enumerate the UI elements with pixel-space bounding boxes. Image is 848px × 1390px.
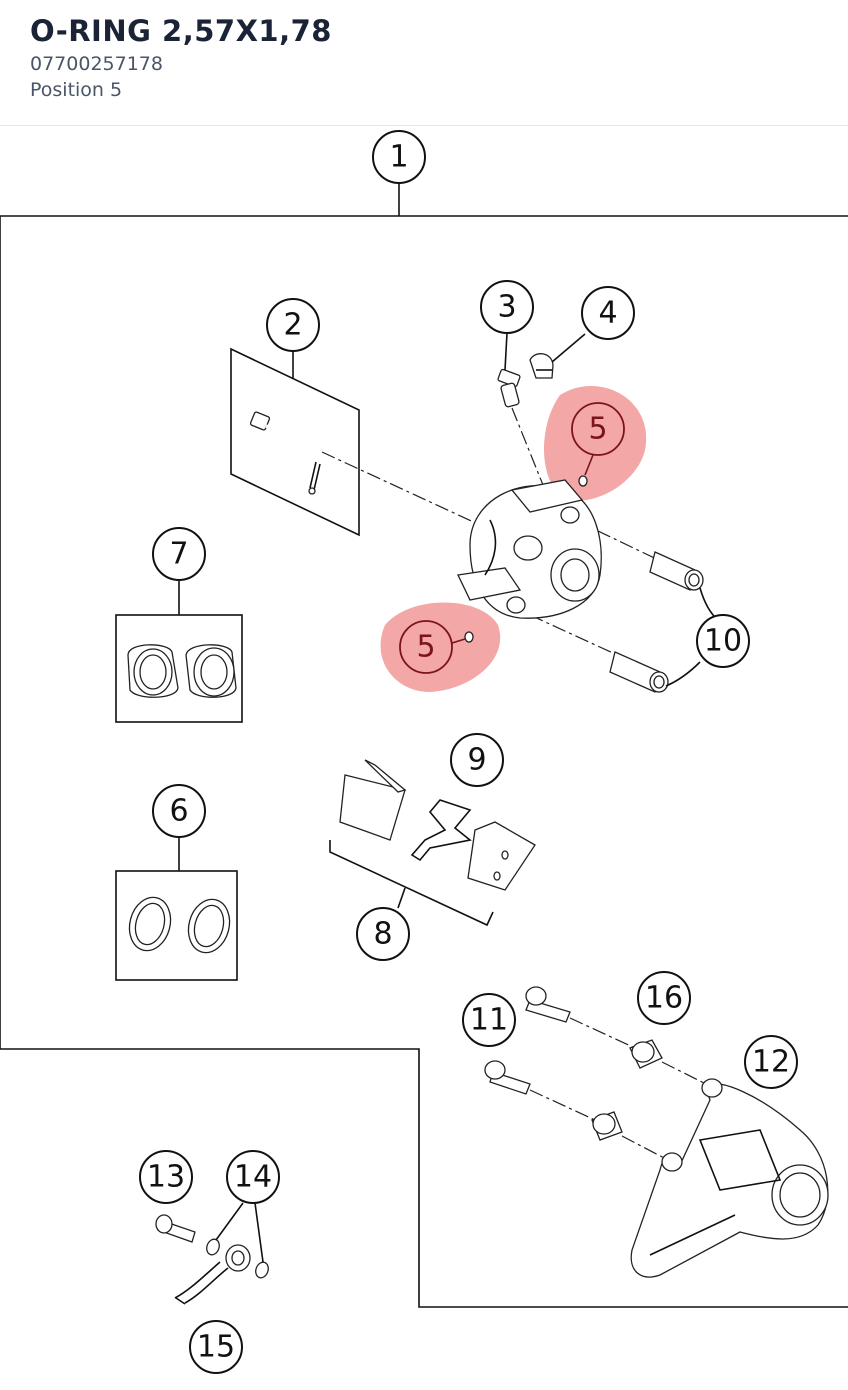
svg-text:5: 5 <box>588 412 607 447</box>
cotter-pin-part <box>308 461 321 495</box>
callout-14: 14 <box>226 1150 280 1204</box>
svg-text:7: 7 <box>169 537 188 572</box>
part-position: Position 5 <box>30 79 123 101</box>
callout-8: 8 <box>356 907 410 961</box>
part-title: O-RING 2,57X1,78 <box>30 14 332 48</box>
svg-text:14: 14 <box>234 1160 272 1195</box>
callout-1: 1 <box>372 130 426 184</box>
seal-washer-14-left <box>206 1238 220 1256</box>
callout-3: 3 <box>480 280 534 334</box>
svg-text:11: 11 <box>470 1003 508 1038</box>
part-header: O-RING 2,57X1,78 07700257178 Position 5 <box>0 0 848 126</box>
callout-6: 6 <box>152 784 206 838</box>
brake-caliper-part <box>457 479 602 619</box>
callout-11: 11 <box>462 993 516 1047</box>
bleeder-screw-part <box>497 368 521 408</box>
spacer-16-upper <box>629 1039 663 1069</box>
bolt-11-lower <box>484 1060 531 1095</box>
seal-ring-1 <box>128 896 172 952</box>
seal-ring-2 <box>187 898 231 954</box>
svg-text:8: 8 <box>373 917 392 952</box>
banjo-bolt-13 <box>155 1214 196 1243</box>
bolt-11-upper <box>525 986 571 1023</box>
svg-text:1: 1 <box>389 140 408 175</box>
svg-text:16: 16 <box>645 981 683 1016</box>
svg-text:2: 2 <box>283 308 302 343</box>
svg-text:3: 3 <box>497 290 516 325</box>
assembly-frame <box>0 215 848 1308</box>
callout-9: 9 <box>450 733 504 787</box>
part-number: 07700257178 <box>30 53 163 75</box>
callout-16: 16 <box>637 971 691 1025</box>
item-6-box <box>115 870 238 981</box>
piston-part-1 <box>127 644 179 698</box>
slide-pin-upper <box>649 551 704 591</box>
svg-text:13: 13 <box>147 1160 185 1195</box>
item-2-box <box>230 347 360 537</box>
bolt-part <box>249 411 323 452</box>
callout-5-upper[interactable]: 5 <box>571 402 625 456</box>
callout-7: 7 <box>152 527 206 581</box>
callout-5-lower[interactable]: 5 <box>399 620 453 674</box>
exploded-view-diagram: 1 2 3 4 5 5 6 7 8 9 10 11 <box>0 130 848 1374</box>
svg-text:15: 15 <box>197 1330 235 1365</box>
callout-13: 13 <box>139 1150 193 1204</box>
o-ring-5-lower <box>464 631 474 643</box>
svg-text:5: 5 <box>416 630 435 665</box>
brake-hose-15 <box>174 1244 251 1305</box>
seal-washer-14-right <box>255 1261 269 1279</box>
callout-15: 15 <box>189 1320 243 1374</box>
callout-4: 4 <box>581 286 635 340</box>
svg-text:9: 9 <box>467 743 486 778</box>
svg-text:6: 6 <box>169 794 188 829</box>
o-ring-5-upper <box>578 475 588 487</box>
position-5-highlight-lower <box>380 602 501 692</box>
bleeder-cap-part <box>529 353 554 379</box>
piston-part-2 <box>185 644 237 698</box>
slide-pin-lower <box>609 651 669 693</box>
svg-text:4: 4 <box>598 296 617 331</box>
anti-rattle-spring <box>410 799 472 862</box>
callout-10: 10 <box>696 614 750 668</box>
caliper-bracket <box>630 1078 829 1278</box>
callout-2: 2 <box>266 298 320 352</box>
spacer-16-lower <box>591 1111 623 1141</box>
brake-pad-2 <box>467 821 536 891</box>
svg-text:10: 10 <box>704 624 742 659</box>
svg-text:12: 12 <box>752 1045 790 1080</box>
callout-12: 12 <box>744 1035 798 1089</box>
brake-pad-1 <box>339 759 407 841</box>
